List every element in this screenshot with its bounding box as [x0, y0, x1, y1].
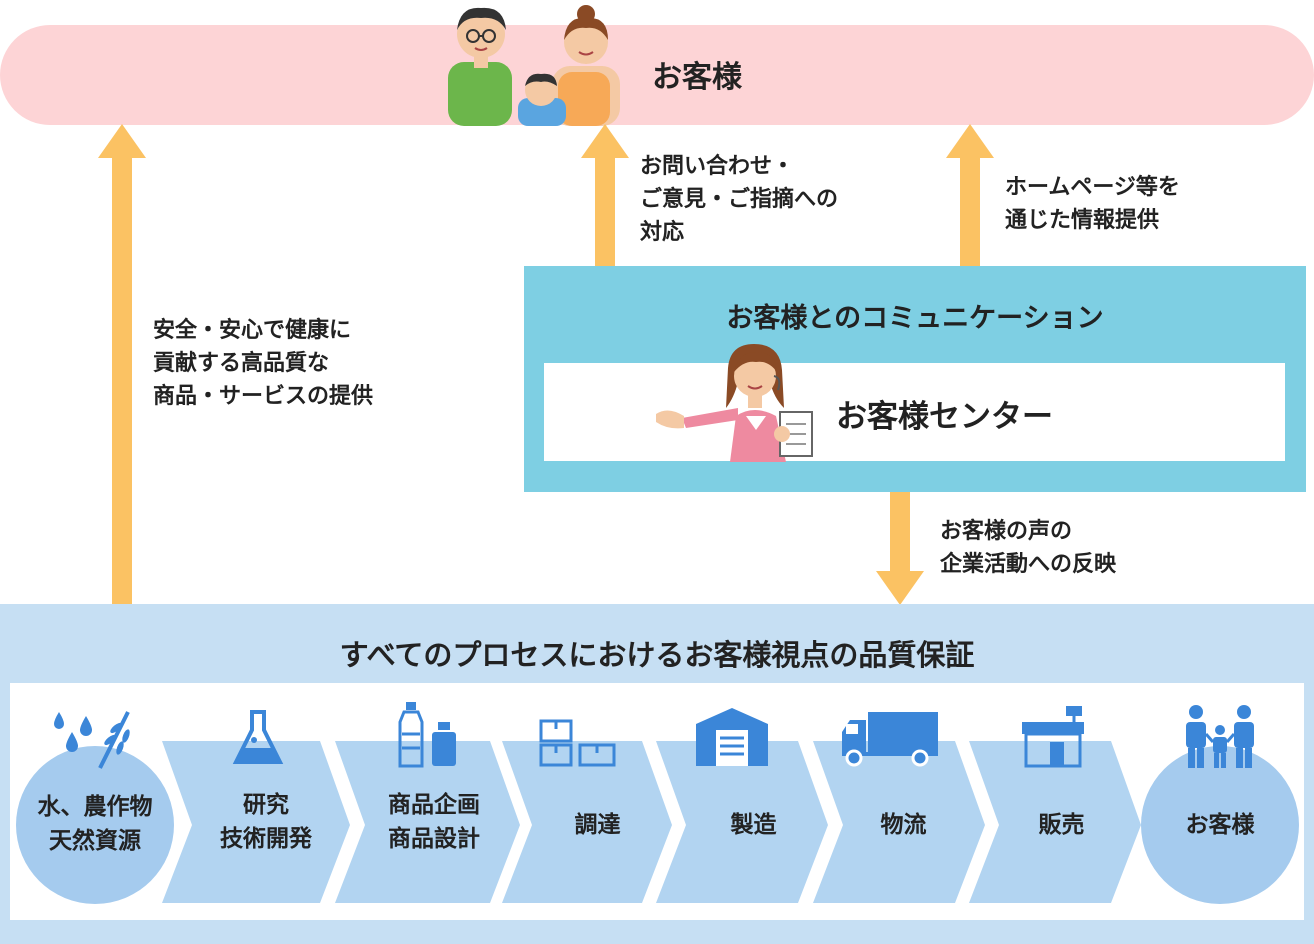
process-circle-customer — [1141, 746, 1299, 904]
operator-icon — [656, 344, 813, 462]
process-circle-resources — [16, 746, 174, 904]
family-illustration-icon — [448, 5, 620, 126]
truck-icon — [842, 712, 938, 767]
process-chevron-research — [162, 741, 350, 903]
down-arrow-voice-icon — [876, 491, 924, 605]
step-label-manufacturing: 製造 — [730, 812, 777, 838]
step-label-procurement: 調達 — [574, 812, 621, 838]
web-info-note: ホームページ等を 通じた情報提供 — [1005, 175, 1180, 233]
process-chevron-logistics — [813, 741, 985, 903]
inquiry-note: お問い合わせ・ ご意見・ご指摘への 対応 — [640, 154, 839, 245]
quality-assurance-title: すべてのプロセスにおけるお客様視点の品質保証 — [339, 638, 975, 672]
customer-center-label: お客様センター — [836, 399, 1053, 435]
process-chevron-procurement — [502, 741, 672, 903]
process-chevron-planning — [335, 741, 520, 903]
family-icon — [1186, 705, 1254, 768]
bottles-icon — [398, 702, 456, 768]
up-arrow-inquiry-icon — [581, 124, 629, 267]
customer-bar-label: お客様 — [652, 60, 742, 95]
quality-offer-note: 安全・安心で健康に 貢献する高品質な 商品・サービスの提供 — [153, 318, 374, 409]
water-crop-icon — [54, 711, 130, 769]
boxes-icon — [539, 719, 616, 767]
step-label-customer: お客様 — [1185, 812, 1255, 838]
flask-icon — [232, 710, 284, 764]
step-label-research: 研究 技術開発 — [220, 792, 312, 852]
store-icon — [1022, 706, 1084, 768]
customer-bar — [0, 25, 1314, 125]
communication-title: お客様とのコミュニケーション — [726, 303, 1104, 334]
step-label-sales: 販売 — [1038, 812, 1085, 838]
up-arrow-web-icon — [946, 124, 994, 267]
process-flow — [16, 741, 1299, 904]
customer-voice-note: お客様の声の 企業活動への反映 — [940, 519, 1117, 577]
step-label-resources: 水、農作物 天然資源 — [37, 794, 153, 854]
process-chevron-manufacturing — [656, 741, 828, 903]
process-chevron-sales — [969, 741, 1141, 903]
step-label-logistics: 物流 — [880, 812, 927, 838]
factory-icon — [696, 708, 768, 766]
step-label-planning: 商品企画 商品設計 — [388, 792, 480, 852]
up-arrow-left-icon — [98, 124, 146, 606]
